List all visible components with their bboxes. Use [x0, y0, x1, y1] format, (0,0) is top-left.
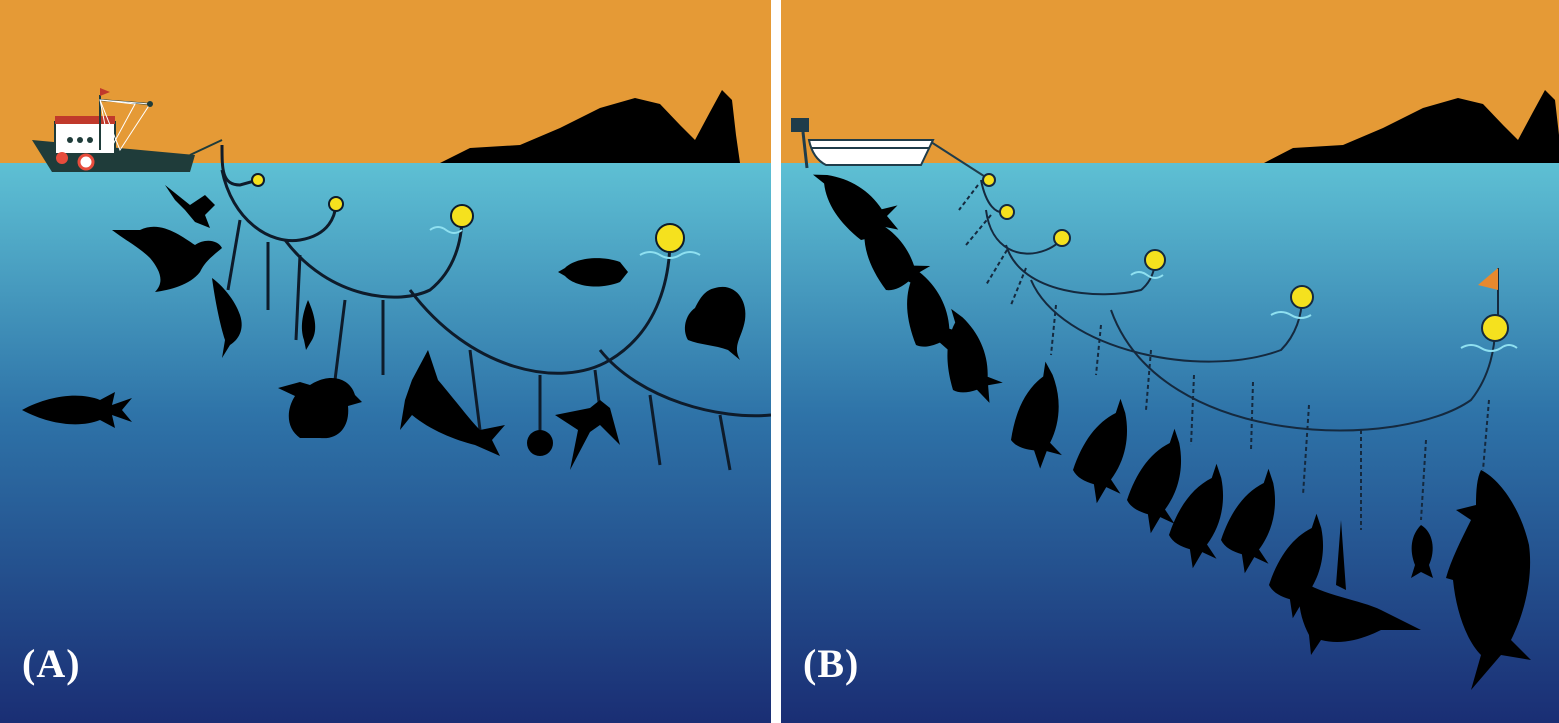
fish-icon — [1411, 525, 1433, 578]
puffer-icon — [527, 430, 553, 456]
island-icon — [440, 90, 740, 163]
panel-label: (B) — [803, 641, 860, 686]
sunfish-icon — [684, 286, 746, 360]
shark-icon — [1446, 470, 1531, 690]
buoy-icon — [982, 173, 1518, 352]
panel-label: (A) — [22, 641, 81, 686]
tuna-icon — [22, 392, 132, 428]
flag-icon — [1478, 268, 1499, 316]
fish-icon — [212, 278, 242, 358]
swordfish-icon — [1298, 520, 1421, 655]
small-boat-icon — [791, 118, 988, 179]
buoy-icon — [251, 173, 701, 259]
panel-a: (A) — [0, 0, 771, 723]
fish-icon — [301, 300, 316, 350]
panel-a-illustration — [0, 0, 771, 723]
longline — [220, 144, 771, 471]
seal-icon — [112, 226, 222, 292]
longline — [958, 179, 1496, 530]
shark-icon — [400, 350, 505, 456]
fishing-boat-icon — [32, 88, 223, 172]
seabird-icon — [165, 185, 215, 228]
manta-ray-icon — [555, 400, 620, 470]
panel-b-illustration — [781, 0, 1559, 723]
grouper-icon — [558, 258, 628, 287]
turtle-icon — [278, 377, 362, 439]
sea — [0, 163, 771, 723]
panel-b: (B) — [781, 0, 1559, 723]
island-icon — [1264, 90, 1559, 163]
